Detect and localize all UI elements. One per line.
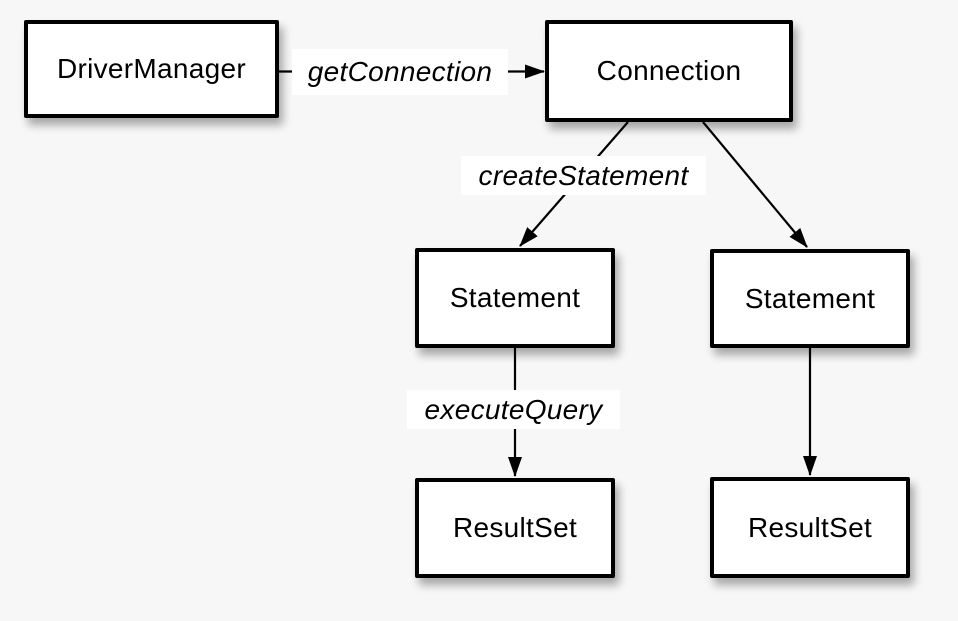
node-connection-label: Connection [596,55,742,86]
node-resultset-left: ResultSet [415,478,615,578]
node-resultset-right-label: ResultSet [747,511,873,543]
node-resultset-right: ResultSet [710,477,910,578]
node-statement-left-label: Statement [449,282,581,313]
node-drivermanager: DriverManager [24,20,279,118]
edge-label-getconnection: getConnection [292,49,508,95]
edge-label-createstatement: createStatement [461,156,706,195]
node-statement-left: Statement [415,248,615,348]
edge-label-executequery: executeQuery [407,390,620,429]
node-statement-right-label: Statement [744,282,876,314]
node-resultset-left-label: ResultSet [452,512,578,543]
arrow-connection-to-statement-right [702,121,808,248]
node-statement-right: Statement [710,249,910,348]
node-drivermanager-label: DriverManager [56,53,247,84]
node-connection: Connection [545,20,793,122]
